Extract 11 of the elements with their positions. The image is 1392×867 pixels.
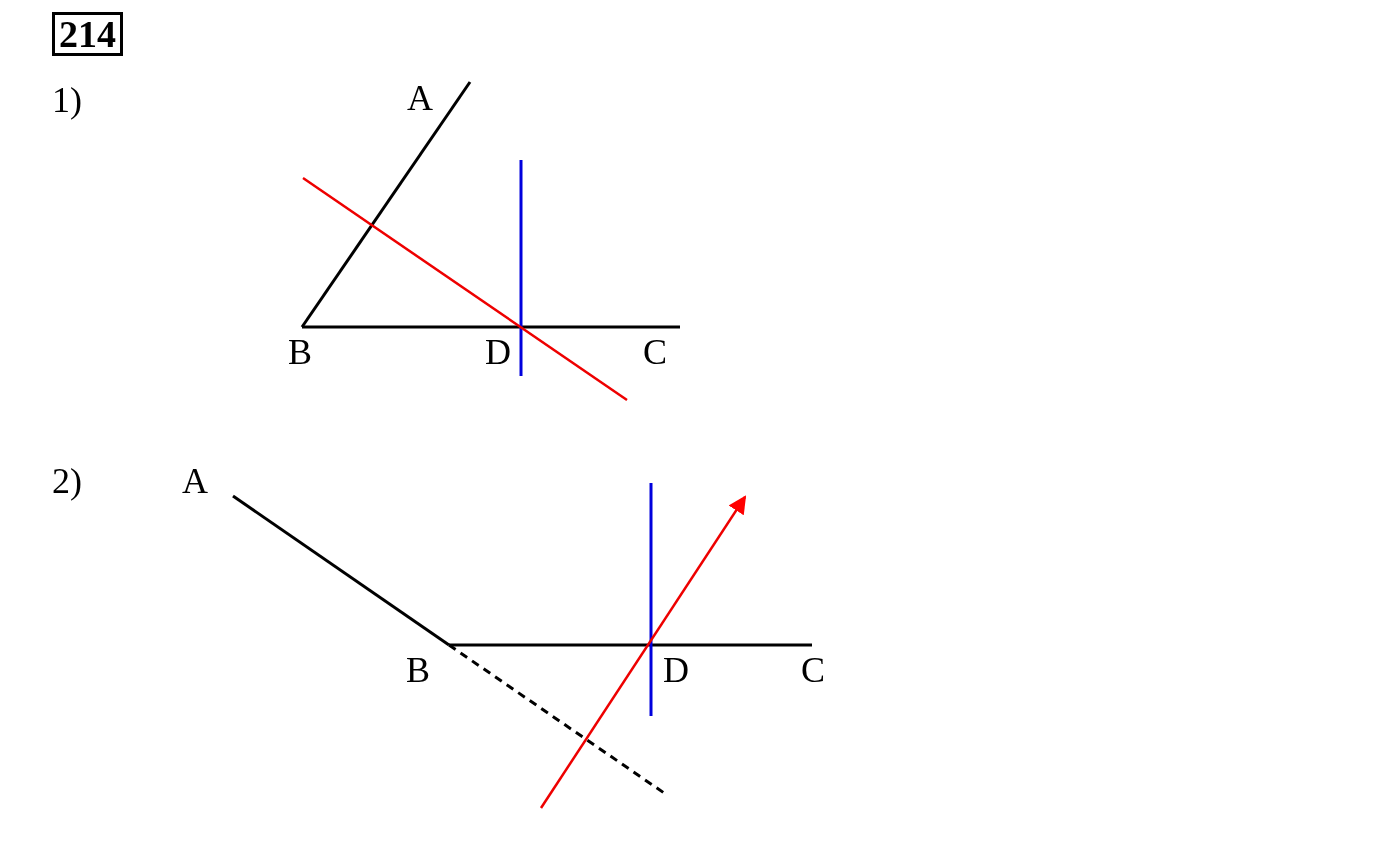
part-label: 2) <box>52 463 82 499</box>
point-label: B <box>288 334 312 370</box>
point-label: C <box>801 652 825 688</box>
point-label: C <box>643 334 667 370</box>
point-label: D <box>485 334 511 370</box>
point-label: A <box>407 80 433 116</box>
point-label: B <box>406 652 430 688</box>
problem-number: 214 <box>52 12 123 56</box>
part-label: 1) <box>52 82 82 118</box>
point-label: A <box>182 463 208 499</box>
point-label: D <box>663 652 689 688</box>
